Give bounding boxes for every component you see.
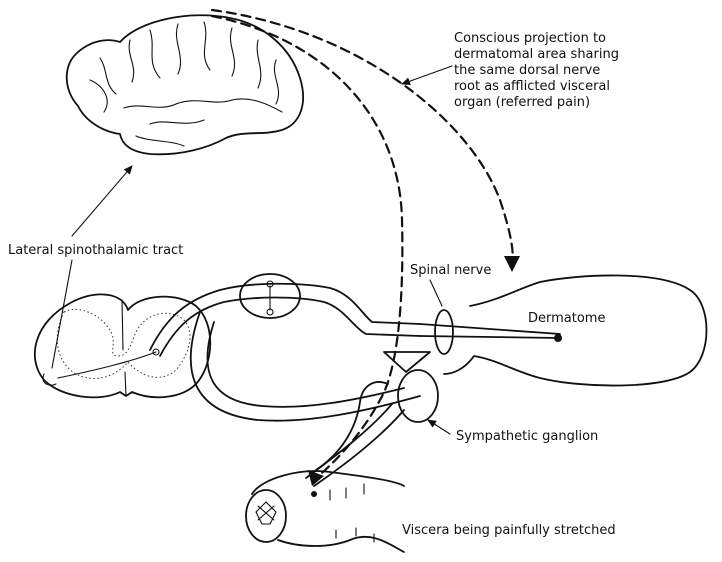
visceral-fibre-return (315, 381, 389, 471)
dermatome-outline (443, 274, 708, 387)
leader-sympathetic-ganglion (427, 419, 451, 435)
tract-cross (42, 373, 57, 386)
leader-spinothalamic-to-brain (71, 165, 133, 237)
synapse-dot (152, 348, 160, 356)
dermatome-point (554, 334, 562, 342)
brain-outline (65, 14, 304, 156)
viscera-tube (251, 470, 405, 553)
dashed-path-to-dermatome (210, 8, 514, 264)
label-lateral-spinothalamic-tract: Lateral spinothalamic tract (8, 243, 183, 258)
dermatome (443, 274, 708, 387)
label-sympathetic-ganglion: Sympathetic ganglion (456, 429, 598, 444)
spinal-nerve-band (434, 309, 454, 355)
viscera (245, 470, 405, 553)
label-dermatome: Dermatome (528, 311, 605, 326)
visceral-fibre-outer (313, 409, 405, 487)
dorsal-root-upper (149, 282, 421, 351)
ganglion-cell-lower (266, 308, 274, 316)
dorsal-root-ganglion (239, 273, 301, 319)
nerve-pathways (42, 273, 561, 487)
viscera-opening (245, 489, 287, 543)
leader-spinothalamic-to-cord (51, 259, 73, 369)
label-conscious-projection: Conscious projection to dermatomal area … (454, 31, 623, 110)
spinal-cord-outline (33, 293, 212, 399)
leader-spinal-nerve (429, 279, 443, 307)
viscera-lumen (255, 501, 277, 525)
grey-matter-outline (56, 308, 191, 379)
spinal-cord (33, 293, 212, 399)
sympathetic-ganglion-shape (397, 369, 439, 423)
ganglion-cell-upper (266, 280, 274, 288)
rami-communicantes (383, 351, 431, 373)
stretch-arrows (329, 483, 375, 543)
brain (65, 14, 304, 156)
viscera-nerve-point (311, 491, 317, 497)
leader-conscious-projection (401, 65, 453, 86)
brain-gyri (89, 21, 283, 147)
label-spinal-nerve: Spinal nerve (410, 263, 491, 278)
spinal-cord-fissure (121, 299, 127, 397)
fibre-to-tract (57, 351, 157, 379)
label-viscera: Viscera being painfully stretched (402, 523, 616, 538)
ventral-root-outer (189, 311, 421, 422)
dashed-path-to-viscera (210, 14, 404, 480)
spinal-nerve-trunk (419, 323, 561, 339)
dashed-arrowhead-viscera (308, 470, 324, 486)
dorsal-root-lower (159, 296, 421, 357)
dashed-arrowhead-dermatome (504, 256, 520, 272)
